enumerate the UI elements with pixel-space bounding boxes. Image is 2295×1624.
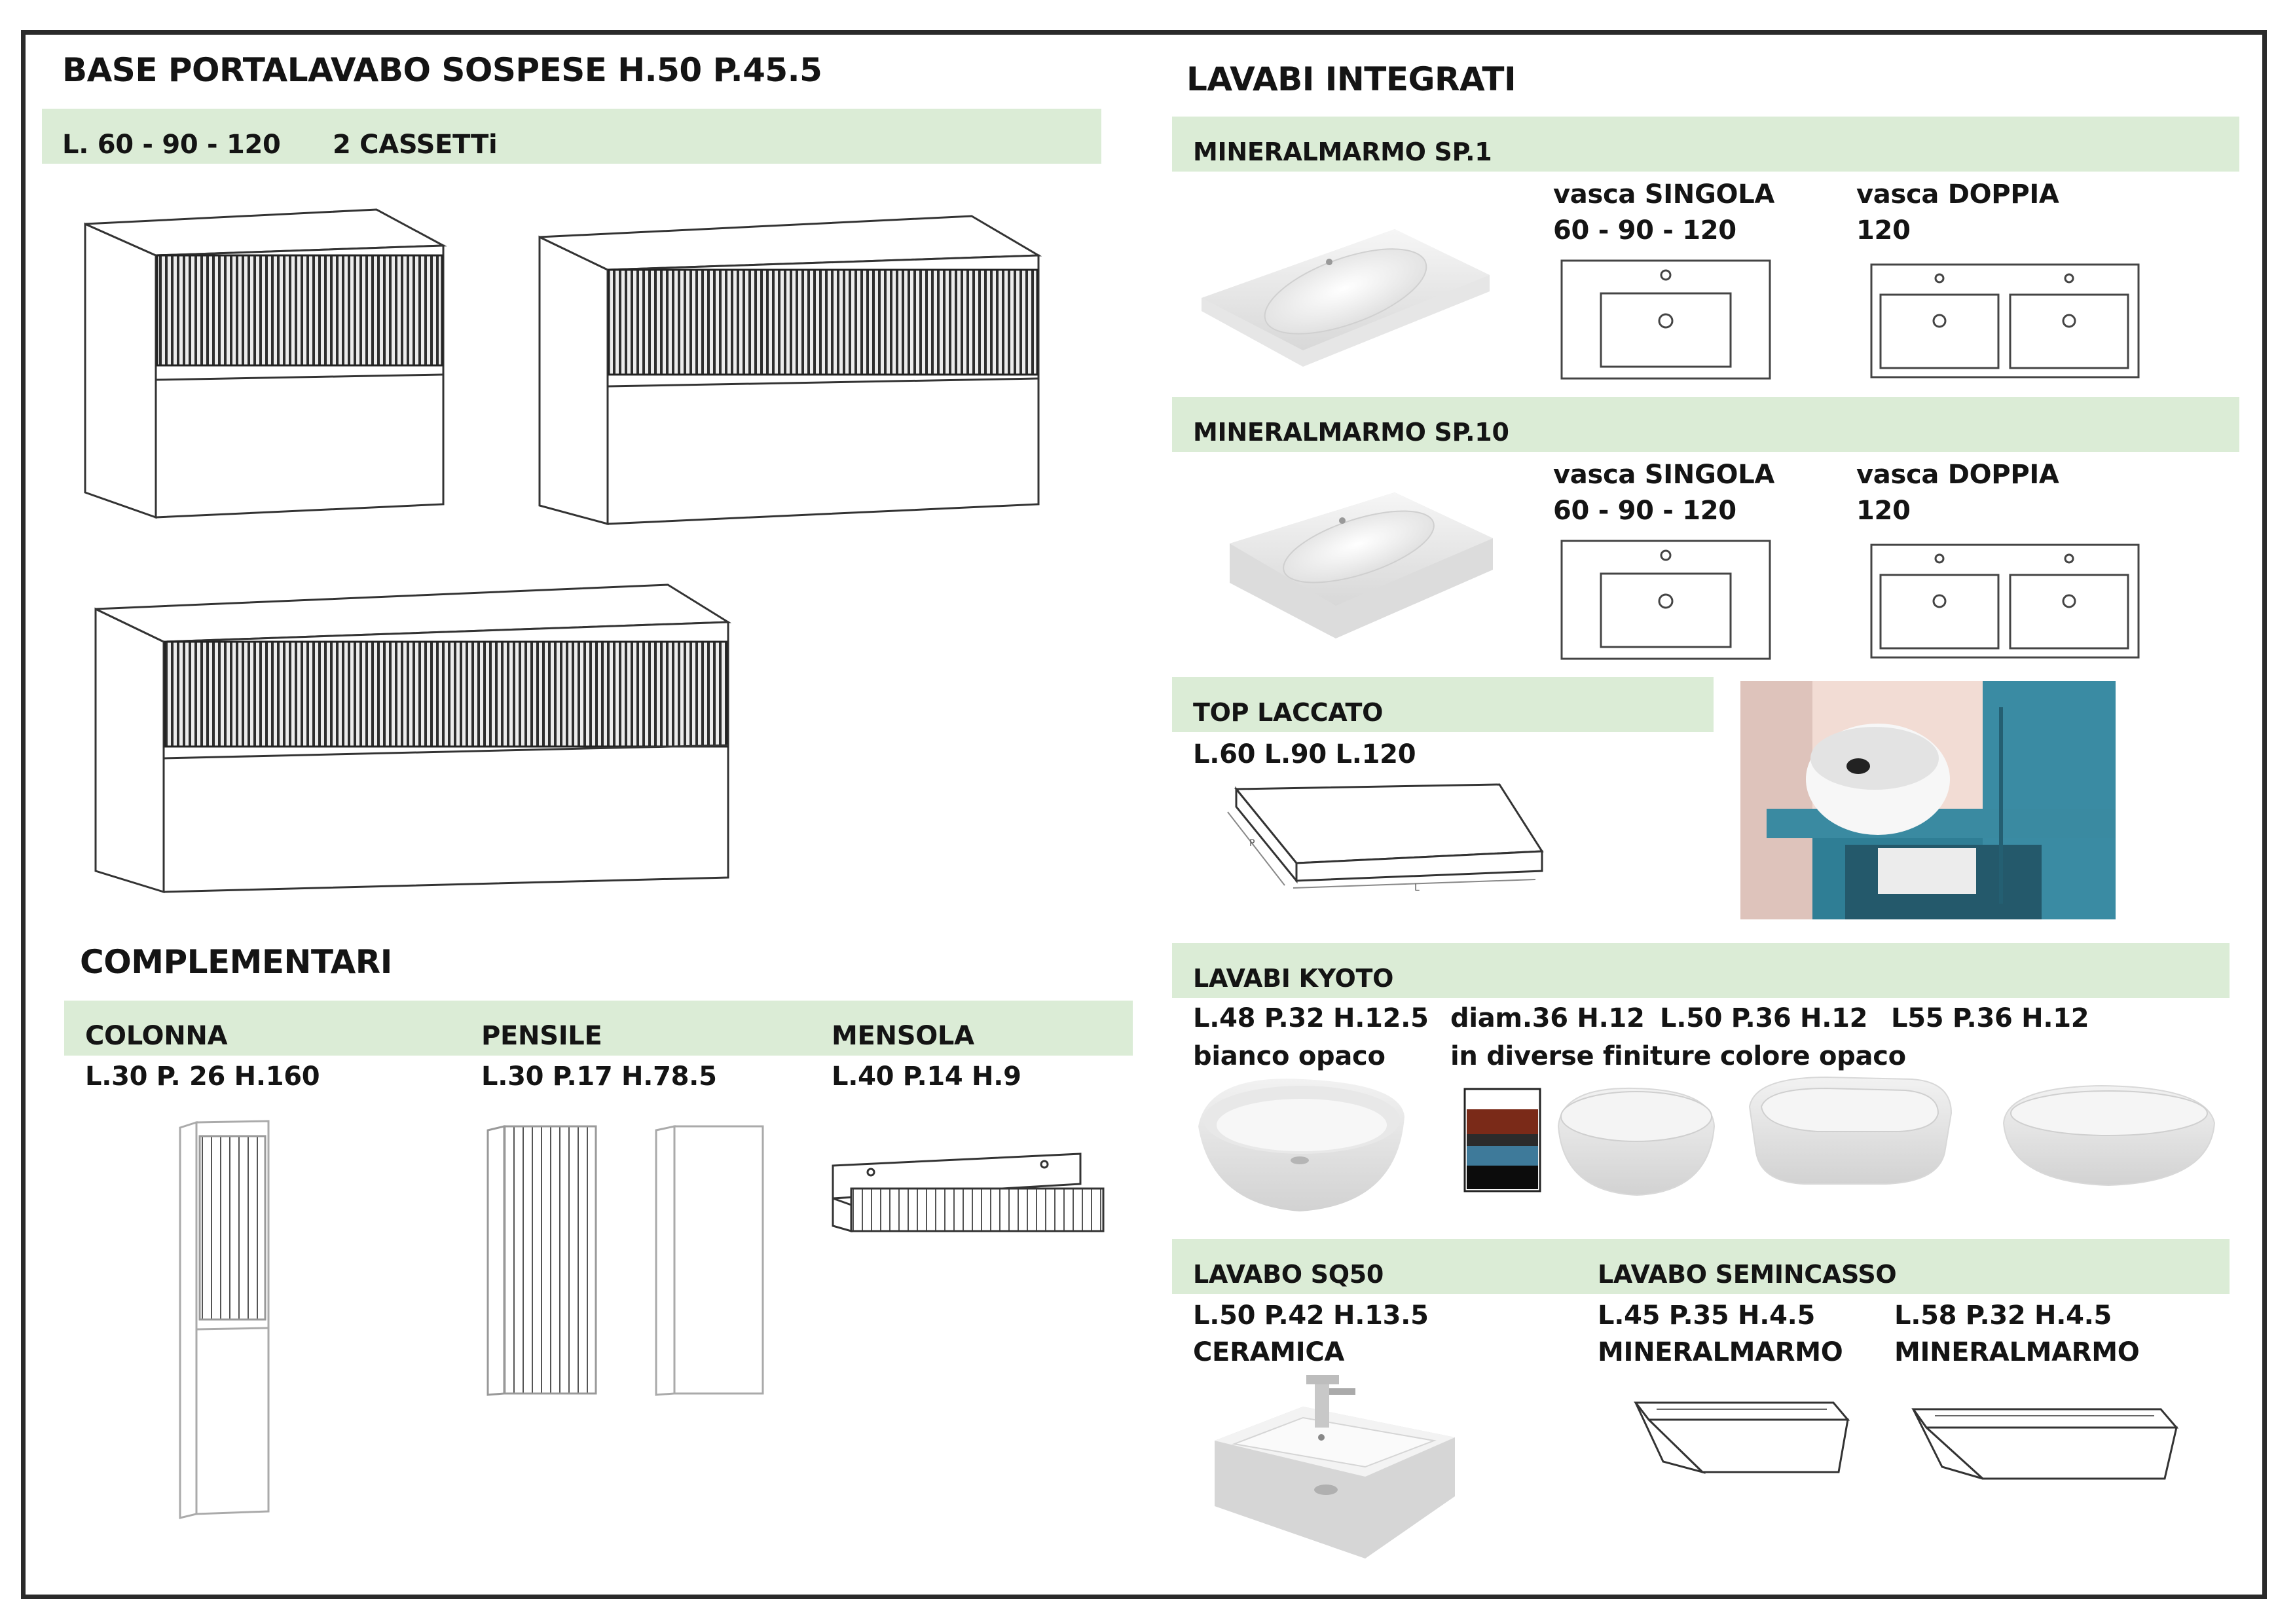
mensola-drawing	[832, 1153, 1105, 1232]
top-laccato-band	[1172, 677, 1714, 732]
sp1-render	[1202, 229, 1490, 367]
sp10-band	[1172, 397, 2239, 452]
sq50-label: LAVABO SQ50	[1193, 1260, 1384, 1289]
sq50-material: CERAMICA	[1193, 1337, 1345, 1367]
semincasso-b-drawing	[1911, 1408, 2179, 1480]
sp1-doppia-title: vasca DOPPIA	[1856, 179, 2059, 210]
semincasso-a-material: MINERALMARMO	[1598, 1337, 1843, 1367]
sp1-doppia-sizes: 120	[1856, 215, 1911, 246]
sp10-label: MINERALMARMO SP.10	[1193, 418, 1509, 447]
pensile-fluted-drawing	[487, 1125, 597, 1396]
sp10-render	[1230, 492, 1493, 638]
pensile-label: PENSILE	[481, 1021, 602, 1051]
complementari-band	[64, 1001, 1133, 1056]
top-laccato-dim-p: P	[1249, 838, 1255, 849]
sp1-singola-sizes: 60 - 90 - 120	[1553, 215, 1736, 246]
semincasso-a-drawing	[1633, 1401, 1850, 1474]
mensola-label: MENSOLA	[832, 1021, 974, 1051]
sq50-semincasso-band	[1172, 1239, 2230, 1294]
kyoto-item2-dims: diam.36 H.12	[1450, 1003, 1645, 1033]
page-frame	[21, 30, 2267, 1599]
top-laccato-sizes: L.60 L.90 L.120	[1193, 739, 1416, 769]
lavabi-integrati-title: LAVABI INTEGRATI	[1186, 60, 1516, 98]
kyoto-rect-bowl	[1748, 1076, 1953, 1185]
kyoto-oval-bowl	[1198, 1079, 1405, 1211]
cabinet-90	[538, 215, 1042, 525]
base-title: BASE PORTALAVABO SOSPESE H.50 P.45.5	[62, 51, 822, 89]
semincasso-a-dims: L.45 P.35 H.4.5	[1598, 1301, 1816, 1331]
kyoto-item1-finish: bianco opaco	[1193, 1041, 1386, 1071]
colonna-dims: L.30 P. 26 H.160	[85, 1061, 320, 1092]
complementari-title: COMPLEMENTARI	[80, 943, 392, 981]
kyoto-item3-dims: L.50 P.36 H.12	[1660, 1003, 1868, 1033]
pensile-plain-drawing	[655, 1125, 764, 1396]
semincasso-label: LAVABO SEMINCASSO	[1598, 1260, 1897, 1289]
sp1-singola-title: vasca SINGOLA	[1553, 179, 1775, 210]
top-laccato-dim-l: L	[1414, 883, 1420, 893]
kyoto-color-swatches	[1463, 1088, 1541, 1192]
sp10-singola-sizes: 60 - 90 - 120	[1553, 496, 1736, 526]
cabinet-120	[94, 583, 731, 894]
sq50-dims: L.50 P.42 H.13.5	[1193, 1301, 1429, 1331]
sp10-doppia-title: vasca DOPPIA	[1856, 460, 2059, 490]
kyoto-label: LAVABI KYOTO	[1193, 964, 1394, 993]
base-widths: L. 60 - 90 - 120	[62, 130, 281, 160]
sp1-label: MINERALMARMO SP.1	[1193, 138, 1492, 166]
pensile-dims: L.30 P.17 H.78.5	[481, 1061, 717, 1092]
colonna-drawing	[179, 1120, 270, 1519]
top-laccato-label: TOP LACCATO	[1193, 698, 1384, 727]
sp1-doppia-plan	[1870, 263, 2140, 378]
sp1-singola-plan	[1560, 259, 1771, 380]
sp10-singola-title: vasca SINGOLA	[1553, 460, 1775, 490]
semincasso-b-material: MINERALMARMO	[1894, 1337, 2140, 1367]
cabinet-60	[84, 208, 447, 519]
kyoto-round-bowl	[1557, 1087, 1716, 1196]
sp10-singola-plan	[1560, 540, 1771, 660]
sp10-doppia-plan	[1870, 544, 2140, 659]
kyoto-item4-dims: L55 P.36 H.12	[1891, 1003, 2089, 1033]
sp1-band	[1172, 117, 2239, 172]
kyoto-item1-dims: L.48 P.32 H.12.5	[1193, 1003, 1429, 1033]
kyoto-oval-long-bowl	[2002, 1084, 2216, 1187]
colonna-label: COLONNA	[85, 1021, 228, 1051]
base-band	[42, 109, 1101, 164]
base-drawers: 2 CASSETTi	[333, 130, 498, 160]
sp10-doppia-sizes: 120	[1856, 496, 1911, 526]
top-laccato-photo	[1740, 681, 2116, 919]
kyoto-band	[1172, 943, 2230, 998]
sq50-render	[1215, 1375, 1455, 1559]
semincasso-b-dims: L.58 P.32 H.4.5	[1894, 1301, 2112, 1331]
kyoto-finish-note: in diverse finiture colore opaco	[1450, 1041, 1906, 1071]
mensola-dims: L.40 P.14 H.9	[832, 1061, 1021, 1092]
